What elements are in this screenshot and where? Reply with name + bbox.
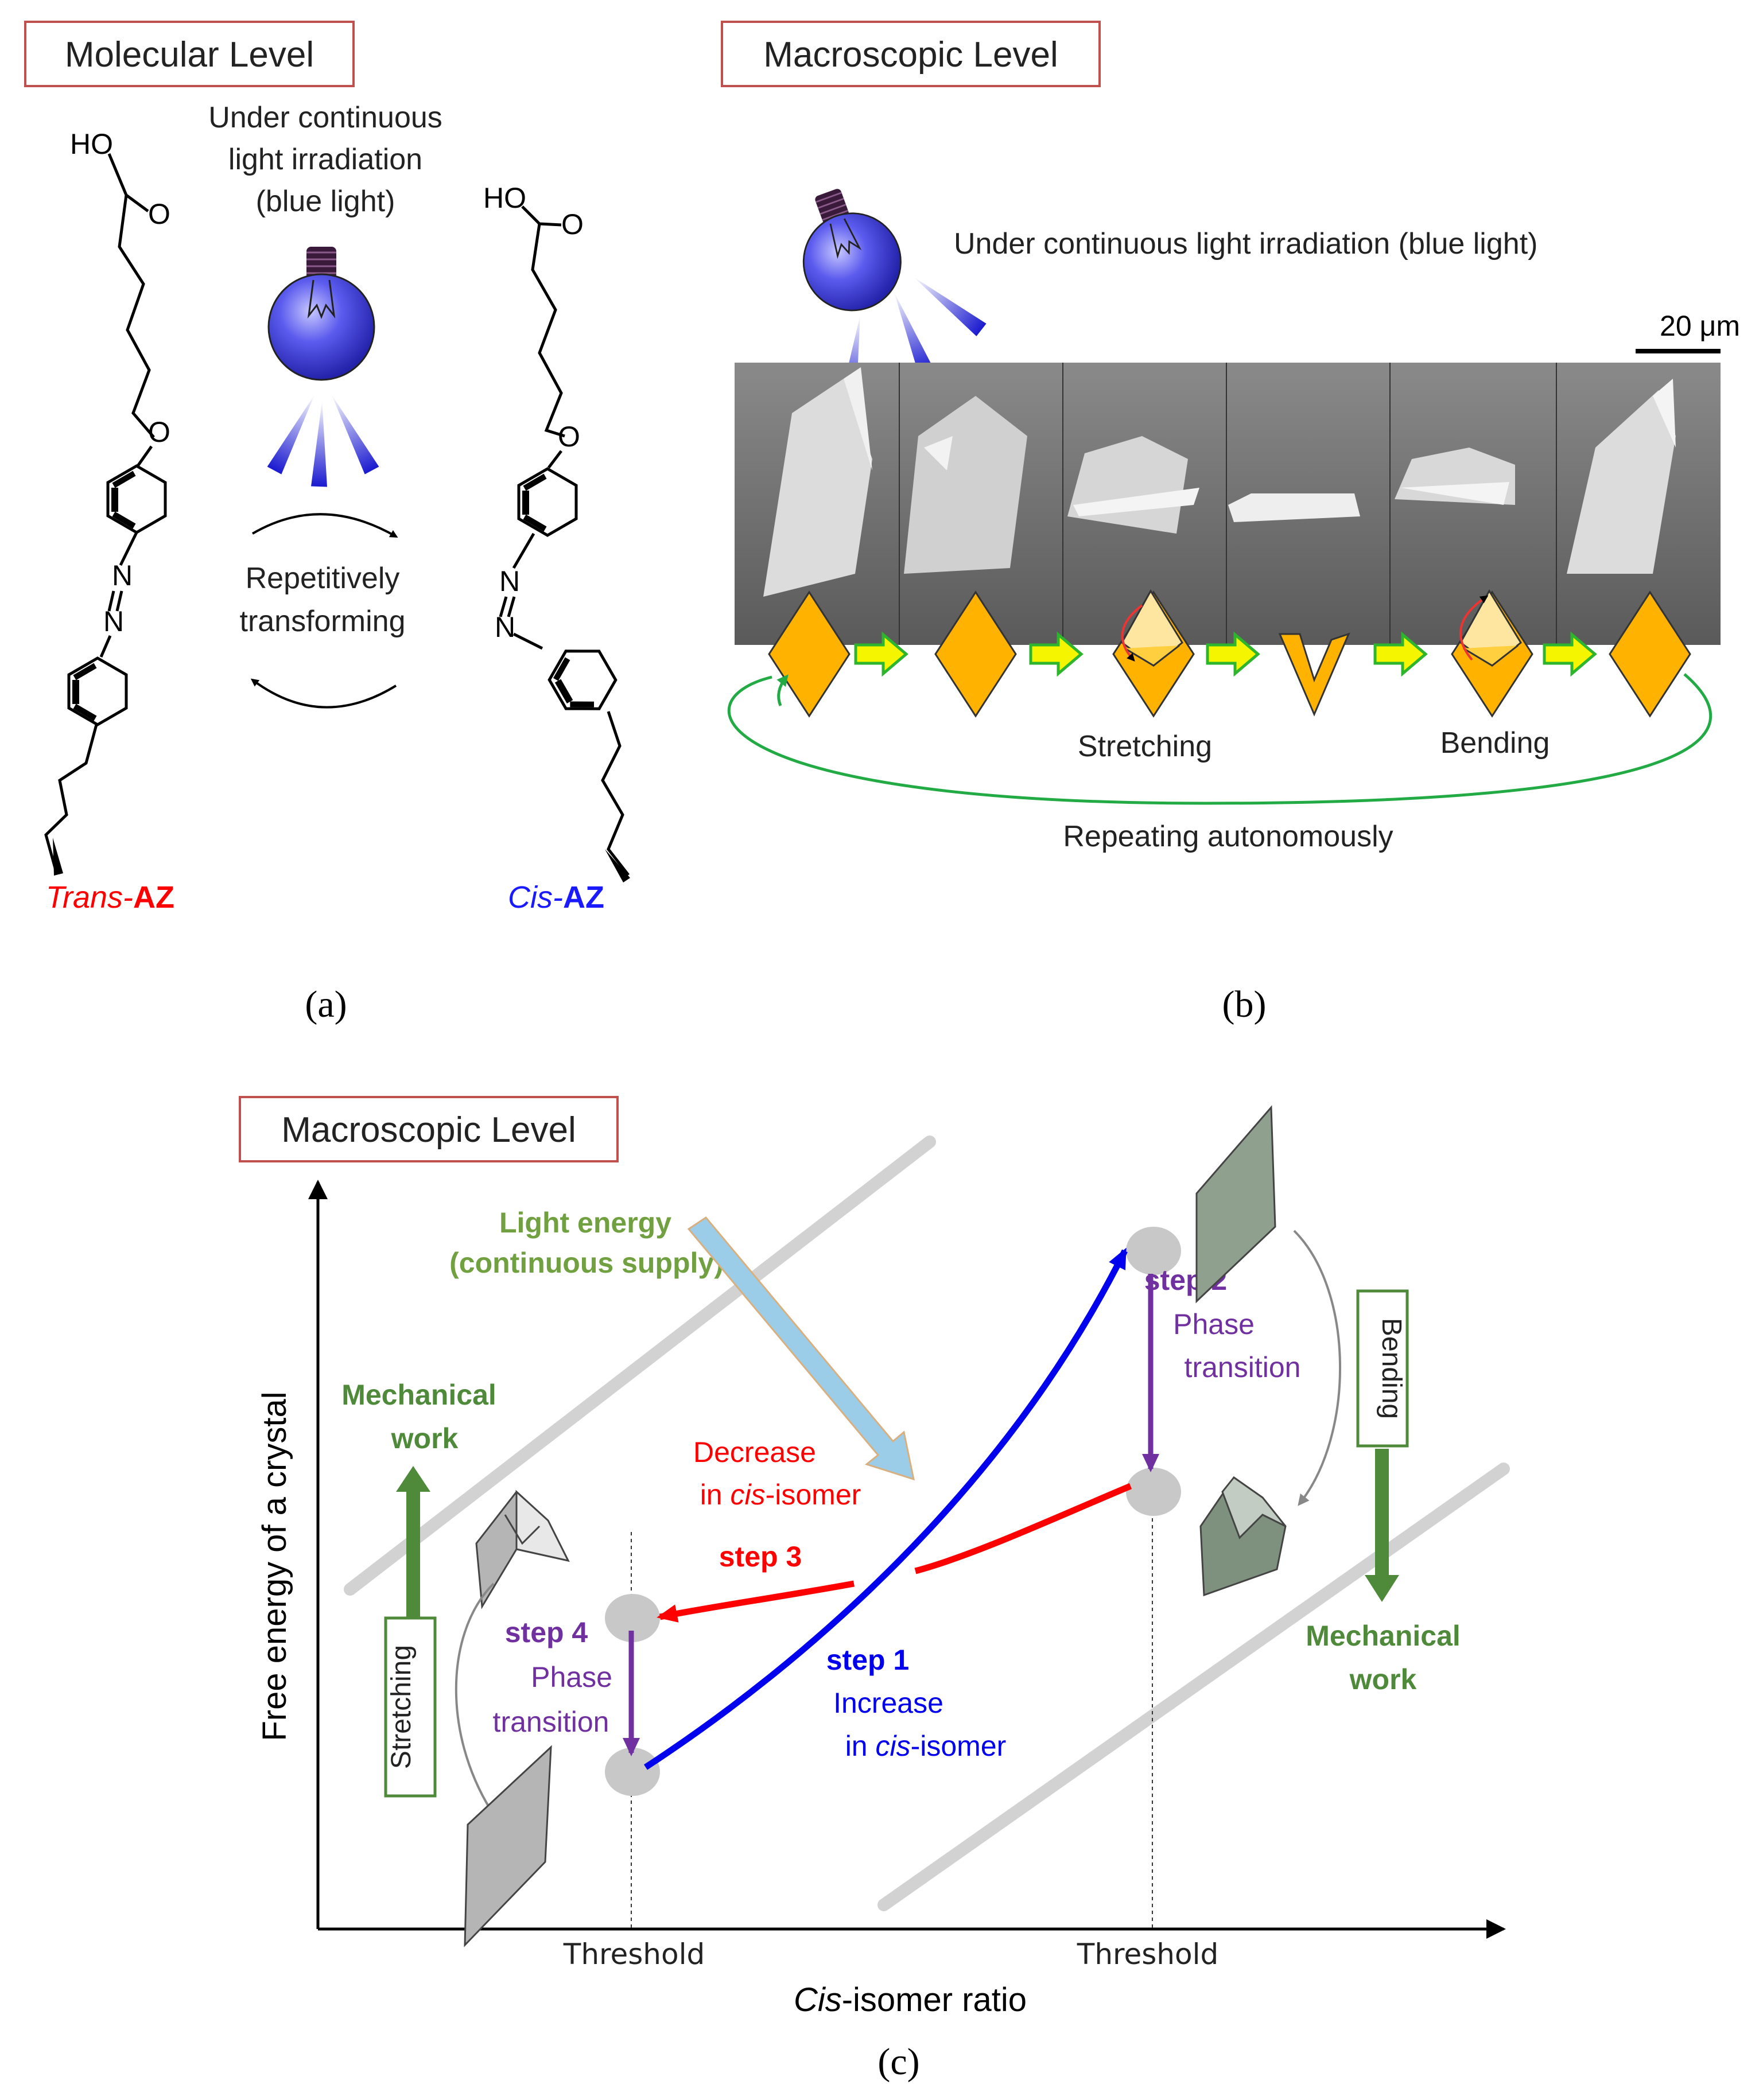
- node-step3-start: [1126, 1468, 1181, 1516]
- bg-diagonal-2: [877, 1463, 1510, 1911]
- cis-n2-label: N: [495, 611, 515, 643]
- cis-n1-label: N: [499, 565, 520, 597]
- bending-vertical-label: Bending: [1376, 1318, 1407, 1419]
- scale-bar-label: 20 μm: [1660, 310, 1740, 342]
- panel-c-title: Macroscopic Level: [281, 1110, 576, 1150]
- threshold-right-label: Threshold: [1077, 1938, 1218, 1971]
- panel-a-caption: (a): [305, 983, 347, 1025]
- step1-arrow: [643, 1247, 1128, 1770]
- repeat-loop-head: [776, 674, 789, 706]
- flat-crystal-icon-left: [464, 1745, 552, 1947]
- bg-diagonal-1: [344, 1135, 936, 1596]
- micrograph-frame-3: [1067, 436, 1199, 534]
- mech-work-up-arrow: [396, 1466, 430, 1630]
- stretching-curve-arrow: [455, 1582, 507, 1833]
- stretched-crystal-icon: [475, 1490, 570, 1609]
- crystal-shape-3: [1112, 589, 1195, 717]
- micrograph-frame-4: [1228, 493, 1360, 522]
- light-bulb-icon: [267, 246, 375, 381]
- light-text-line-1: Under continuous: [208, 101, 442, 134]
- trans-ether-o-label: O: [148, 416, 170, 448]
- threshold-left-label: Threshold: [563, 1938, 705, 1971]
- trans-ho-label: HO: [70, 128, 113, 160]
- cis-carbonyl-o-label: O: [561, 208, 584, 240]
- node-step2-start: [1126, 1227, 1181, 1275]
- crystal-shape-4: [1278, 632, 1350, 717]
- mech-work-left-line-1: Mechanical: [341, 1379, 496, 1411]
- light-text-line-2: light irradiation: [228, 143, 422, 176]
- bending-label: Bending: [1440, 726, 1550, 760]
- cycle-text-line-1: Repetitively: [246, 562, 400, 595]
- stretching-box: [384, 1616, 437, 1798]
- step3-line-2: in cis-isomer: [700, 1479, 861, 1511]
- node-step4-start: [605, 1594, 660, 1642]
- panel-c-caption: (c): [877, 2041, 919, 2083]
- panel-b-caption: (b): [1222, 983, 1267, 1025]
- step1-line-1: Increase: [833, 1687, 943, 1719]
- mech-work-down-arrow: [1365, 1449, 1399, 1602]
- flat-crystal-icon-right: [1195, 1105, 1276, 1304]
- step3-line-1: Decrease: [693, 1436, 816, 1468]
- panel-a-title-box: [24, 21, 355, 87]
- light-energy-line-2: (continuous supply): [449, 1247, 724, 1279]
- repeat-loop: [727, 673, 1712, 805]
- panel-b-title-box: [721, 21, 1101, 87]
- light-text-line-3: (blue light): [256, 185, 395, 218]
- mech-work-right-line-1: Mechanical: [1306, 1620, 1461, 1652]
- cis-ether-o-label: O: [558, 421, 580, 453]
- trans-n1-label: N: [112, 559, 133, 592]
- step3-title: step 3: [719, 1541, 802, 1573]
- micrograph-frame-5: [1395, 448, 1515, 505]
- panel-b: Macroscopic Level Under continuous light…: [721, 21, 1740, 1025]
- trans-az-name: Trans-AZ: [46, 880, 174, 915]
- panel-b-title: Macroscopic Level: [763, 35, 1058, 75]
- step1-line-2: in cis-isomer: [845, 1730, 1007, 1762]
- cycle-text-line-2: transforming: [240, 605, 406, 638]
- micrograph-strip: [735, 363, 1721, 645]
- panel-a-title: Molecular Level: [65, 35, 314, 75]
- stretching-vertical-label: Stretching: [386, 1645, 417, 1769]
- cis-ho-label: HO: [483, 182, 526, 214]
- panel-c: Macroscopic Level Free energy of a cryst…: [239, 1096, 1510, 2083]
- step4-line-2: transition: [493, 1706, 609, 1738]
- light-energy-line-1: Light energy: [499, 1207, 671, 1239]
- mech-work-right-line-2: work: [1349, 1663, 1417, 1695]
- step4-line-1: Phase: [531, 1661, 612, 1693]
- step1-title: step 1: [826, 1644, 910, 1676]
- step3-arrow: [657, 1580, 855, 1623]
- x-axis-label: Cis-isomer ratio: [794, 1981, 1027, 2019]
- micrograph-frame-2: [904, 396, 1027, 574]
- loop-text: Repeating autonomously: [1063, 820, 1393, 853]
- step3-arrow-segment: [914, 1483, 1132, 1574]
- bending-box: [1356, 1289, 1409, 1448]
- trans-az-structure: HO O O N N Trans-AZ: [44, 128, 174, 915]
- panel-a: Molecular Level Under continuous light i…: [24, 21, 630, 1025]
- cycle-arrow-bottom: [250, 678, 397, 709]
- panel-b-light-text: Under continuous light irradiation (blue…: [954, 227, 1537, 260]
- step4-title: step 4: [505, 1616, 588, 1648]
- cycle-arrow-top: [251, 513, 398, 538]
- light-ray-icons: [267, 390, 379, 487]
- panel-b-bulb-icon: [780, 174, 915, 325]
- mech-work-left-line-2: work: [391, 1422, 459, 1455]
- cis-az-structure: HO O O N N Cis-AZ: [483, 182, 630, 915]
- stretching-label: Stretching: [1078, 730, 1212, 763]
- light-energy-arrow: [687, 1216, 915, 1481]
- bent-crystal-icon: [1199, 1476, 1287, 1597]
- trans-n2-label: N: [103, 605, 124, 637]
- cis-az-name: Cis-AZ: [508, 880, 604, 915]
- crystal-shape-5: [1451, 589, 1533, 717]
- step2-line-1: Phase: [1173, 1308, 1255, 1340]
- trans-carbonyl-o-label: O: [148, 198, 170, 230]
- bending-curve-arrow: [1293, 1230, 1341, 1506]
- micrograph-frame-6: [1567, 379, 1676, 574]
- node-step1-start: [605, 1748, 660, 1796]
- step2-line-2: transition: [1185, 1351, 1301, 1383]
- crystal-sequence: [768, 589, 1691, 717]
- micrograph-frame-1: [763, 367, 872, 597]
- y-axis-label: Free energy of a crystal: [256, 1391, 293, 1741]
- panel-c-title-box: [239, 1096, 619, 1162]
